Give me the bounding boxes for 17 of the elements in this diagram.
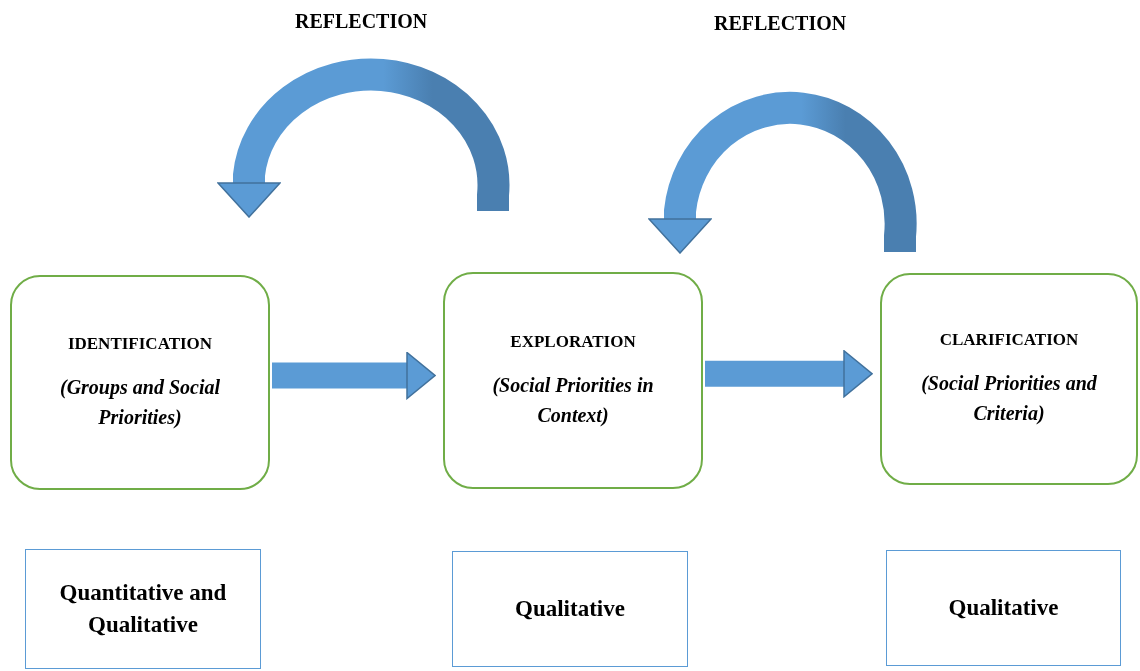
stage-box — [10, 275, 270, 490]
block-arrow — [272, 351, 436, 400]
method-box — [25, 549, 261, 669]
method-label: Qualitative — [515, 594, 625, 623]
stage-box — [880, 273, 1138, 485]
method-box — [452, 551, 688, 667]
stage-subtitle: (Social Priorities in Context) — [491, 372, 655, 428]
stage-subtitle: (Social Priorities and Criteria) — [920, 371, 1098, 426]
stage-title: IDENTIFICATION — [67, 333, 213, 354]
stage-title: EXPLORATION — [510, 331, 636, 352]
stage-box — [443, 272, 703, 489]
method-label: Qualitative — [948, 593, 1059, 622]
stage-subtitle: (Groups and Social Priorities) — [59, 374, 221, 430]
method-box — [886, 550, 1121, 666]
stage-title: CLARIFICATION — [939, 330, 1079, 350]
method-label: Quantitative and Qualitative — [58, 578, 228, 639]
block-arrow — [705, 350, 873, 398]
